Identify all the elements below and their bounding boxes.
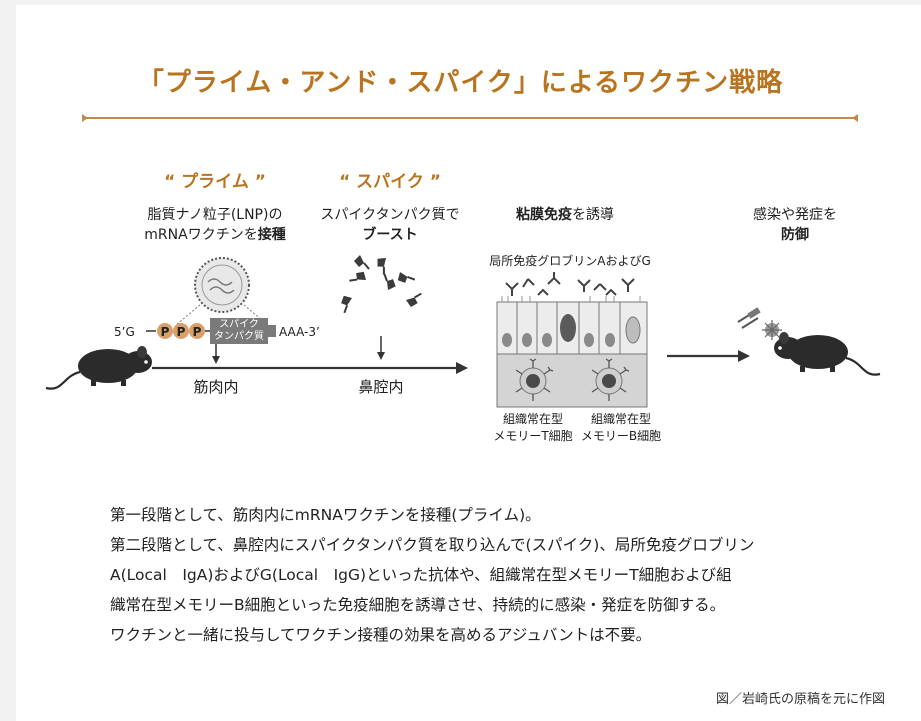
p-circle-3: P (192, 325, 202, 339)
antibodies (505, 272, 635, 296)
main-arrow-head (456, 362, 468, 374)
description-line-4: 織常在型メモリーB細胞といった免疫細胞を誘導させ、持続的に感染・発症を防御する。 (110, 596, 726, 614)
title-rule (84, 117, 858, 119)
spike-heading: “ スパイク ” (339, 172, 441, 192)
prime-desc-line2-text: mRNAワクチンを (144, 227, 258, 243)
b-cell-label-line2: メモリーB細胞 (580, 429, 662, 443)
p-circle-2: P (176, 325, 186, 339)
mouse-left (44, 344, 154, 390)
gene-box-line1: スパイク (219, 319, 259, 330)
figure-card (16, 5, 921, 721)
route-intramuscular: 筋肉内 (193, 378, 239, 396)
figure-title: 「プライム・アンド・スパイク」によるワクチン戦略 (137, 68, 784, 98)
prime-desc-line2-bold: 接種 (257, 227, 286, 243)
spike-desc-line2: ブースト (362, 227, 418, 243)
mucosal-heading: 粘膜免疫を誘導 (495, 205, 635, 225)
b-cell-label-line1: 組織常在型 (590, 412, 651, 426)
title-rule-right-cap (852, 114, 858, 122)
virus-blocked-icon (737, 307, 782, 340)
figure-credit: 図／岩崎氏の原稿を元に作図 (715, 692, 885, 707)
prime-heading: “ プライム ” (164, 172, 266, 192)
outcome-line1: 感染や発症を (753, 207, 837, 223)
description-line-3: A(Local IgA)およびG(Local IgG)といった抗体や、組織常在型… (110, 566, 732, 584)
spike-desc-line1: スパイクタンパク質で (320, 207, 460, 223)
mucosal-heading-rest: を誘導 (572, 207, 614, 223)
lnp-particle (175, 257, 269, 326)
gene-box-line2: タンパク質 (214, 331, 264, 342)
mrna-5prime: 5’G (114, 325, 135, 339)
mrna-construct (146, 318, 276, 344)
epithelium (496, 296, 648, 408)
description-line-1: 第一段階として、筋肉内にmRNAワクチンを接種(プライム)。 (110, 506, 541, 524)
t-cell-label-line1: 組織常在型 (502, 412, 563, 426)
outcome-line2: 防御 (781, 227, 809, 243)
prime-desc-line1: 脂質ナノ粒子(LNP)の (147, 207, 283, 223)
description-line-5: ワクチンと一緒に投与してワクチン接種の効果を高めるアジュバントは不要。 (110, 626, 652, 644)
description-line-2: 第二段階として、鼻腔内にスパイクタンパク質を取り込んで(スパイク)、局所免疫グロ… (110, 536, 755, 554)
mrna-3prime: AAA-3’ (279, 325, 320, 339)
description-text: 第一段階として、筋肉内にmRNAワクチンを接種(プライム)。 第二段階として、鼻… (110, 500, 754, 650)
prime-desc-line2: mRNAワクチンを接種 (120, 225, 310, 245)
iga-label: 局所免疫グロブリンAおよびG (489, 254, 651, 268)
p-circle-1: P (160, 325, 170, 339)
mucosal-heading-bold: 粘膜免疫 (516, 207, 572, 223)
route-intranasal: 鼻腔内 (358, 378, 404, 396)
spike-proteins (335, 253, 423, 314)
t-cell-label-line2: メモリーT細胞 (493, 429, 573, 443)
mouse-right (772, 330, 882, 376)
